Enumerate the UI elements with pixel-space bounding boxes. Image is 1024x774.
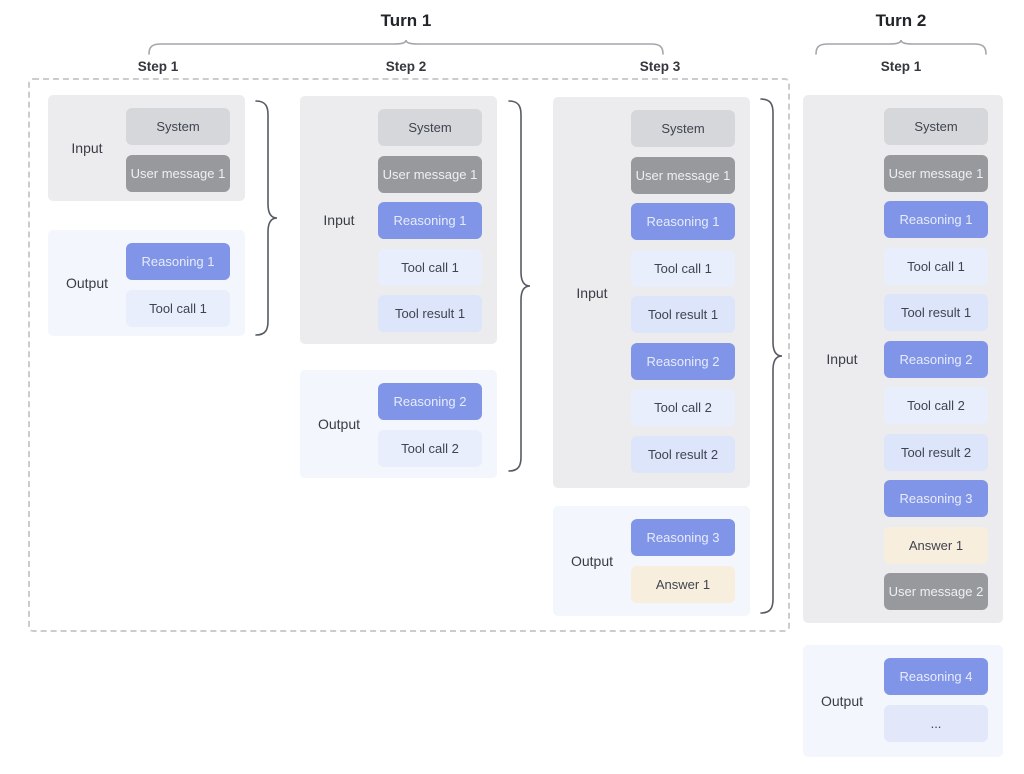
chip-toolcall: Tool call 1 (631, 249, 735, 287)
chip-answer: Answer 1 (884, 526, 988, 564)
chip-reasoning: Reasoning 1 (884, 201, 988, 238)
chip-reasoning: Reasoning 2 (631, 342, 735, 380)
turn1-step3-output-chips: Reasoning 3 Answer 1 (631, 519, 735, 603)
input-label: Input (826, 351, 858, 367)
turn2-brace (815, 39, 987, 55)
chip-user: User message 1 (126, 154, 230, 192)
chip-reasoning: Reasoning 4 (884, 658, 988, 695)
chip-toolcall: Tool call 2 (378, 429, 482, 467)
turn1-step1-label: Step 1 (137, 59, 179, 74)
turn1-step2-output-chips: Reasoning 2 Tool call 2 (378, 383, 482, 467)
chip-toolresult: Tool result 2 (884, 433, 988, 471)
turn1-brace (148, 39, 664, 55)
chip-reasoning: Reasoning 2 (884, 340, 988, 378)
chip-toolresult: Tool result 1 (378, 295, 482, 332)
output-label: Output (65, 275, 109, 291)
chip-toolresult: Tool result 1 (884, 294, 988, 331)
turn1-title: Turn 1 (380, 11, 432, 30)
chip-toolcall: Tool call 2 (631, 389, 735, 426)
step2-group-brace (508, 100, 531, 472)
chip-toolcall: Tool call 2 (884, 387, 988, 424)
turn1-step1-output-panel: Output Reasoning 1 Tool call 1 (48, 230, 245, 336)
chip-reasoning: Reasoning 1 (126, 243, 230, 280)
step1-group-brace (255, 100, 278, 336)
chip-reasoning: Reasoning 1 (378, 202, 482, 239)
chip-system: System (378, 109, 482, 146)
turn2-step1-label: Step 1 (880, 59, 922, 74)
turn1-step2-label: Step 2 (385, 59, 427, 74)
output-label: Output (820, 693, 864, 709)
turn1-step2-output-panel: Output Reasoning 2 Tool call 2 (300, 370, 497, 478)
chip-toolcall: Tool call 1 (378, 248, 482, 286)
turn2-step1-output-chips: Reasoning 4... (884, 658, 988, 742)
step3-group-brace (760, 98, 783, 614)
chip-user: User message 1 (378, 155, 482, 193)
chip-answer: Answer 1 (631, 565, 735, 603)
input-label: Input (323, 212, 355, 228)
input-label: Input (576, 284, 608, 301)
turn1-boundary (28, 78, 790, 632)
chip-system: System (126, 108, 230, 145)
chip-user: User message 1 (631, 156, 735, 194)
chip-user: User message 2 (884, 573, 988, 610)
chip-toolresult: Tool result 1 (631, 296, 735, 333)
output-label: Output (570, 553, 614, 569)
chip-reasoning: Reasoning 3 (884, 480, 988, 517)
turn2-title: Turn 2 (875, 11, 927, 30)
chip-toolcall: Tool call 1 (126, 289, 230, 327)
chip-reasoning: Reasoning 2 (378, 383, 482, 420)
input-label: Input (71, 140, 103, 156)
turn2-step1-output-panel: Output Reasoning 4... (803, 645, 1003, 757)
turn1-step1-output-chips: Reasoning 1 Tool call 1 (126, 243, 230, 327)
chip-system: System (631, 110, 735, 147)
turn1-step3-label: Step 3 (639, 59, 681, 74)
chip-ellipsis: ... (884, 704, 988, 742)
chip-toolcall: Tool call 1 (884, 247, 988, 285)
chip-user: User message 1 (884, 154, 988, 192)
turn1-step3-output-panel: Output Reasoning 3 Answer 1 (553, 506, 750, 616)
chip-reasoning: Reasoning 1 (631, 203, 735, 240)
output-label: Output (317, 416, 361, 432)
chip-toolresult: Tool result 2 (631, 435, 735, 473)
chip-reasoning: Reasoning 3 (631, 519, 735, 556)
chip-system: System (884, 108, 988, 145)
